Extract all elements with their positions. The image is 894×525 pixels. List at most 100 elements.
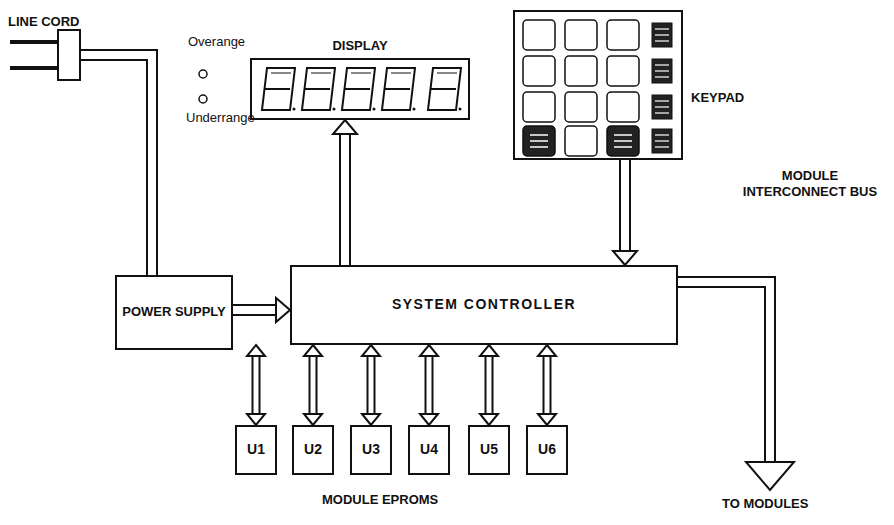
- bus-arrow: [480, 345, 498, 425]
- keypad-key: [565, 20, 597, 50]
- eprom-box: U5: [468, 425, 510, 475]
- process-box: SYSTEM CONTROLLER: [290, 265, 678, 345]
- line-cord: [78, 55, 152, 275]
- eprom-box: U3: [350, 425, 392, 475]
- connector-shaft-inner: [311, 356, 316, 414]
- arrowhead: [304, 414, 322, 425]
- eprom-box: U2: [292, 425, 334, 475]
- overange-lamp: [199, 70, 207, 78]
- text-label: LINE CORD: [8, 14, 80, 30]
- arrowhead: [613, 251, 637, 265]
- arrowhead: [362, 345, 380, 356]
- keypad-key: [523, 56, 555, 86]
- eprom-box: U4: [408, 425, 450, 475]
- display-panel: DISPLAY: [250, 58, 470, 120]
- node-heading: DISPLAY: [332, 38, 387, 54]
- connector-shaft-inner: [621, 160, 629, 251]
- node-heading: KEYPAD: [691, 90, 744, 106]
- digit-outline: [382, 68, 415, 110]
- keypad-key: [565, 92, 597, 122]
- key-marking: [530, 134, 548, 136]
- decimal-point: [293, 108, 296, 111]
- key-marking: [614, 134, 632, 136]
- seven-segment-digits: [262, 68, 462, 111]
- bus-arrow: [247, 345, 265, 425]
- connector-shaft: [367, 356, 376, 414]
- key-marking: [655, 28, 669, 29]
- connector-shaft-inner: [369, 356, 374, 414]
- key-marking: [655, 34, 669, 35]
- keypad-key: [523, 126, 555, 156]
- digit-outline: [262, 68, 295, 110]
- line-cord: [78, 55, 152, 276]
- digit-segment: [305, 88, 330, 90]
- eprom-box: U1: [235, 425, 277, 475]
- keypad-key: [607, 56, 639, 86]
- arrowhead: [480, 345, 498, 356]
- digit-segment: [271, 73, 291, 74]
- keypad-key: [565, 56, 597, 86]
- key-marking: [655, 100, 669, 101]
- digit-outline: [342, 68, 375, 110]
- process-box: POWER SUPPLY: [115, 275, 233, 350]
- arrowhead: [247, 414, 265, 425]
- keypad-key: [565, 126, 597, 156]
- bus-arrow: [538, 345, 556, 425]
- digit-segment: [345, 88, 370, 90]
- key-marking: [655, 70, 669, 71]
- keypad-key: [607, 92, 639, 122]
- node-label: U5: [480, 441, 498, 459]
- bus-arrow: [420, 345, 438, 425]
- key-marking: [655, 140, 669, 141]
- node-label: U1: [247, 441, 265, 459]
- function-key: [652, 59, 672, 83]
- function-key: [652, 129, 672, 153]
- bus-arrow: [333, 120, 357, 265]
- connector-shaft-inner: [254, 356, 259, 414]
- text-label: MODULE INTERCONNECT BUS: [735, 168, 885, 201]
- key-marking: [655, 112, 669, 113]
- decimal-point: [333, 108, 336, 111]
- digit-outline: [302, 68, 335, 110]
- bus-arrow: [613, 160, 637, 265]
- node-label: U3: [362, 441, 380, 459]
- connector-shaft: [252, 356, 261, 414]
- key-marking: [655, 76, 669, 77]
- arrowhead: [247, 345, 265, 356]
- connector-shaft: [619, 160, 631, 251]
- decimal-point: [373, 108, 376, 111]
- arrowhead: [420, 345, 438, 356]
- keypad-key: [607, 20, 639, 50]
- node-label: SYSTEM CONTROLLER: [392, 296, 576, 314]
- bus-arrow: [304, 345, 322, 425]
- arrowhead: [538, 345, 556, 356]
- digit-segment: [391, 73, 411, 74]
- keypad-key: [607, 126, 639, 156]
- digit-segment: [431, 88, 456, 90]
- connector-shaft-inner: [487, 356, 492, 414]
- digit-segment: [437, 73, 457, 74]
- connector-shaft: [425, 356, 434, 414]
- keypad: KEYPAD: [513, 10, 683, 160]
- key-marking: [614, 140, 632, 142]
- connector-shaft-inner: [427, 356, 432, 414]
- node-label: U6: [538, 441, 556, 459]
- digit-segment: [311, 73, 331, 74]
- plug-prong: [10, 66, 60, 70]
- connector-shaft: [309, 356, 318, 414]
- decimal-point: [413, 108, 416, 111]
- text-label: TO MODULES: [722, 496, 808, 512]
- key-marking: [530, 146, 548, 148]
- arrowhead: [333, 120, 357, 134]
- node-label: POWER SUPPLY: [122, 304, 226, 320]
- digit-segment: [385, 88, 410, 90]
- connector-shaft: [543, 356, 552, 414]
- plug-prong: [10, 40, 60, 44]
- connector-shaft-inner: [341, 134, 349, 265]
- key-marking: [530, 140, 548, 142]
- key-marking: [655, 106, 669, 107]
- key-marking: [614, 146, 632, 148]
- arrowhead: [362, 414, 380, 425]
